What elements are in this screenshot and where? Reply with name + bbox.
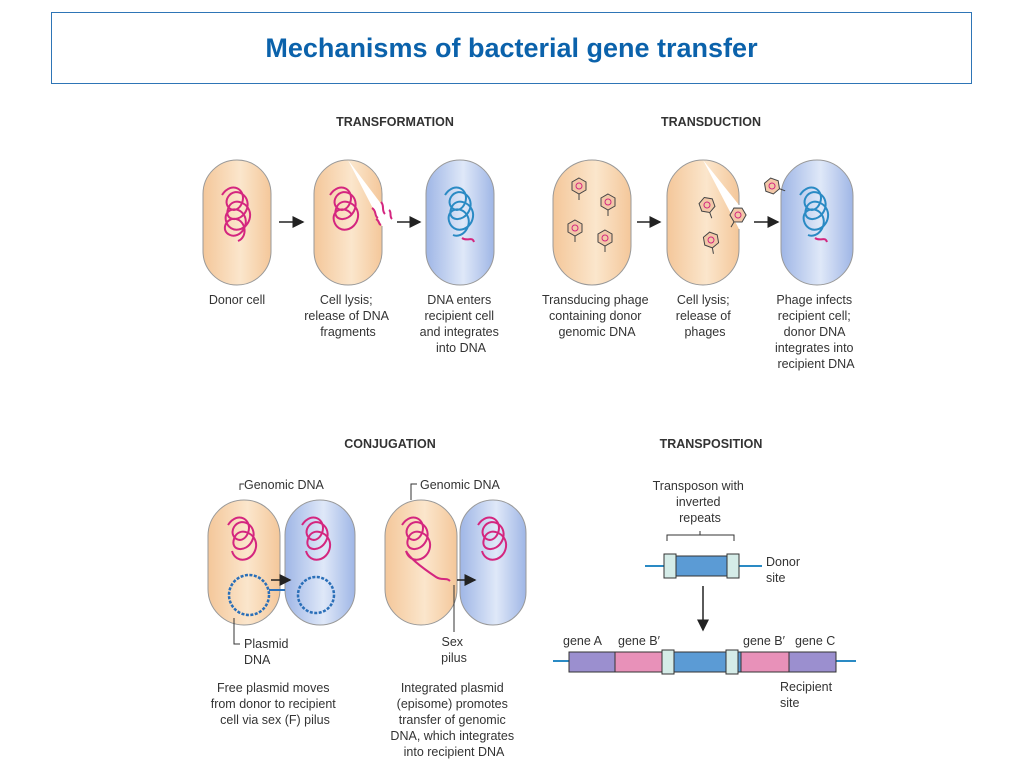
- inserted-repeat-left: [661, 649, 675, 675]
- gene-b-block-right: [740, 651, 790, 673]
- conjugation-genomic-dna-2: [401, 516, 508, 582]
- caption-donor-cell: Donor cell: [209, 293, 265, 307]
- recipient-cell: [425, 159, 495, 286]
- recipient-dna: [444, 186, 475, 243]
- transposition-section: TRANSPOSITION Transposon with inverted r…: [553, 437, 856, 710]
- caption-transducing-phage: Transducing phage containing donor genom…: [542, 293, 652, 339]
- donor-site-label: Donor site: [766, 555, 804, 585]
- caption-cell-lysis: Cell lysis; release of DNA fragments: [304, 293, 392, 339]
- transformation-heading: TRANSFORMATION: [336, 115, 454, 129]
- conjugation-section: CONJUGATION Genomic DNA Plasmid DNA: [207, 437, 527, 759]
- inverted-repeat-right: [726, 553, 740, 579]
- lysed-cell: [313, 159, 383, 286]
- transduction-section: TRANSDUCTION Transducing phage: [542, 115, 857, 371]
- conjugation-genomic-dna-1: [227, 516, 332, 561]
- lysed-phage-cell: [666, 159, 740, 286]
- transduction-recipient-dna: [799, 186, 830, 243]
- transposon-label: Transposon with inverted repeats: [653, 479, 748, 525]
- episome-recipient-cell: [459, 499, 527, 626]
- conjugation-heading: CONJUGATION: [344, 437, 435, 451]
- genomic-dna-pointer: [239, 483, 244, 490]
- title-box: Mechanisms of bacterial gene transfer: [51, 12, 972, 84]
- gene-c-label: gene C: [795, 634, 835, 648]
- gene-a-label: gene A: [563, 634, 603, 648]
- episome-donor-cell: [384, 499, 458, 626]
- gene-b-block-left: [614, 651, 666, 673]
- gene-b-label-left: gene B′: [618, 634, 661, 648]
- lysed-dna: [329, 186, 393, 231]
- plasmid-rings: [227, 573, 336, 617]
- caption-phage-infects: Phage infects recipient cell; donor DNA …: [775, 293, 857, 371]
- caption-integrated-plasmid: Integrated plasmid (episome) promotes tr…: [390, 681, 517, 759]
- phage-host-cell: [552, 159, 632, 286]
- conjugation-donor-cell: [207, 499, 281, 626]
- gene-b-label-right: gene B′: [743, 634, 786, 648]
- recipient-site-label: Recipient site: [780, 680, 836, 710]
- donor-dna: [221, 186, 252, 242]
- genomic-dna-label-2: Genomic DNA: [420, 478, 501, 492]
- inverted-repeat-left: [663, 553, 677, 579]
- released-phages: [698, 196, 747, 254]
- transposon-block: [667, 555, 736, 577]
- genomic-dna-label-1: Genomic DNA: [244, 478, 325, 492]
- caption-free-plasmid: Free plasmid moves from donor to recipie…: [211, 681, 340, 727]
- transformation-section: TRANSFORMATION Donor cell Cell lysis;: [202, 115, 503, 355]
- inserted-repeat-right: [725, 649, 739, 675]
- phages: [567, 177, 616, 252]
- page-title: Mechanisms of bacterial gene transfer: [265, 33, 758, 63]
- transduction-heading: TRANSDUCTION: [661, 115, 761, 129]
- transduction-recipient-cell: [780, 159, 854, 286]
- plasmid-pointer: [233, 618, 240, 645]
- donor-cell: [202, 159, 272, 286]
- caption-dna-enters: DNA enters recipient cell and integrates…: [420, 293, 503, 355]
- transposon-bracket: [666, 531, 735, 541]
- infecting-phage: [763, 177, 786, 195]
- gene-c-block: [788, 651, 837, 673]
- caption-release-phages: Cell lysis; release of phages: [676, 293, 734, 339]
- sex-pilus-label: Sex pilus: [441, 635, 467, 665]
- gene-a-block: [568, 651, 616, 673]
- genomic-dna-pointer-2: [410, 483, 417, 500]
- transposition-heading: TRANSPOSITION: [660, 437, 763, 451]
- conjugation-recipient-cell: [284, 499, 356, 626]
- plasmid-dna-label: Plasmid DNA: [244, 637, 292, 667]
